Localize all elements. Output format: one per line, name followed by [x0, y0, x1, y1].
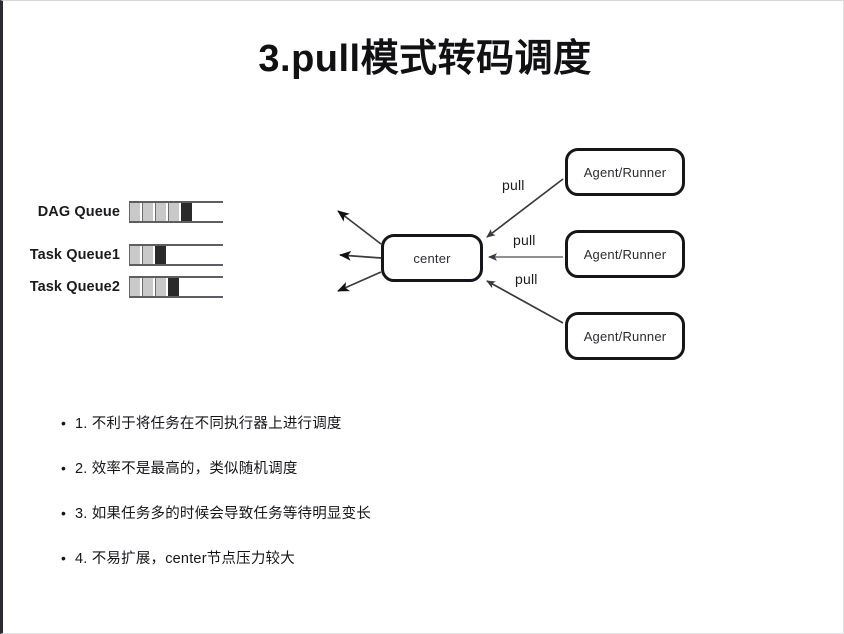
list-item: • 4. 不易扩展，center节点压力较大: [61, 550, 761, 568]
queue-cell: [155, 278, 168, 296]
bullet-list: • 1. 不利于将任务在不同执行器上进行调度 • 2. 效率不是最高的，类似随机…: [61, 415, 761, 596]
queue-row-task1: Task Queue1: [21, 242, 223, 268]
bullet-text: 1. 不利于将任务在不同执行器上进行调度: [75, 416, 342, 432]
queue-label-task1: Task Queue1: [29, 247, 120, 263]
bullet-dot-icon: •: [61, 505, 67, 522]
list-item: • 2. 效率不是最高的，类似随机调度: [61, 460, 761, 478]
queue-bar-task1: [129, 244, 223, 266]
queue-cell-head: [168, 278, 181, 296]
bullet-text: 2. 效率不是最高的，类似随机调度: [75, 461, 298, 478]
queue-label-task2: Task Queue2: [29, 279, 120, 295]
queue-bar-dag: [129, 201, 223, 223]
agent-runner-node-1: Agent/Runner: [565, 148, 685, 196]
queue-label-dag: DAG Queue: [37, 204, 120, 220]
queue-cell-head: [155, 246, 168, 264]
queue-cell: [142, 203, 155, 221]
edge-label-pull-3: pull: [515, 271, 538, 287]
edge-center-to-task-queue2: [337, 271, 382, 292]
queue-cell: [168, 203, 181, 221]
queue-cell: [142, 246, 155, 264]
architecture-diagram: DAG Queue Task Queue1 Task Queue2: [3, 111, 844, 401]
bullet-text: 4. 不易扩展，center节点压力较大: [75, 551, 295, 568]
queue-cell: [142, 278, 155, 296]
diagram-connectors: [337, 178, 564, 324]
queue-cell-head: [181, 203, 194, 221]
queue-cell: [129, 246, 142, 264]
edge-center-to-task-queue1: [339, 250, 382, 261]
bullet-dot-icon: •: [61, 460, 67, 477]
page-title: 3.pull模式转码调度: [258, 38, 592, 80]
queue-cell: [129, 203, 142, 221]
agent-runner-node-3: Agent/Runner: [565, 312, 685, 360]
queue-cell: [129, 278, 142, 296]
queue-row-dag: DAG Queue: [21, 199, 223, 225]
edge-label-pull-2: pull: [513, 232, 536, 248]
bullet-dot-icon: •: [61, 550, 67, 567]
edge-agent1-pull-center: [486, 178, 564, 238]
edge-center-to-dag-queue: [337, 210, 382, 245]
list-item: • 1. 不利于将任务在不同执行器上进行调度: [61, 415, 761, 433]
agent-runner-node-2: Agent/Runner: [565, 230, 685, 278]
list-item: • 3. 如果任务多的时候会导致任务等待明显变长: [61, 505, 761, 523]
edge-label-pull-1: pull: [502, 177, 525, 193]
queue-cell: [155, 203, 168, 221]
bullet-dot-icon: •: [61, 415, 67, 431]
queue-bar-task2: [129, 276, 223, 298]
center-node: center: [381, 234, 483, 282]
queue-row-task2: Task Queue2: [21, 274, 223, 300]
bullet-text: 3. 如果任务多的时候会导致任务等待明显变长: [75, 506, 372, 523]
edge-agent3-pull-center: [486, 280, 564, 324]
